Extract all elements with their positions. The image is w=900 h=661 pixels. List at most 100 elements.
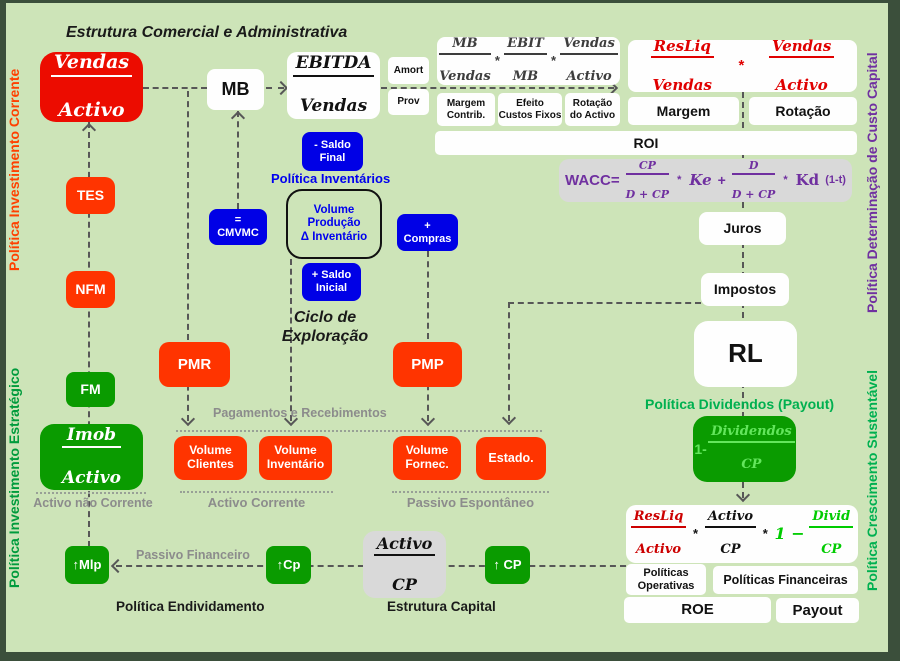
tax-term: (1-t) bbox=[825, 174, 846, 187]
plus-operator: + bbox=[717, 172, 726, 189]
rl-box: RL bbox=[694, 321, 797, 387]
ciclo-exploracao-label: Ciclo de Exploração bbox=[281, 309, 369, 346]
saldo-inicial-box: + Saldo Inicial bbox=[302, 263, 361, 301]
multiply-operator: * bbox=[677, 174, 682, 187]
roe-box: ROE bbox=[624, 597, 771, 623]
ke-term: Ke bbox=[689, 170, 712, 189]
dividendos-cp-fraction: Dividendos CP bbox=[708, 410, 795, 489]
nfm-box: NFM bbox=[66, 271, 115, 308]
cp-big-box: ↑ CP bbox=[485, 546, 530, 584]
multiply-operator: * bbox=[693, 525, 699, 541]
mb-box: MB bbox=[207, 69, 264, 110]
ebitda-vendas-fraction: EBITDA Vendas bbox=[292, 35, 375, 137]
rotacao-do-activo-box: Rotação do Activo bbox=[565, 93, 620, 126]
separator-passivo-espontaneo bbox=[392, 491, 549, 493]
activo-cp-fraction: Activo CP bbox=[704, 495, 756, 574]
connector-ebitda-formula bbox=[381, 87, 614, 89]
resliq-vendas-fraction: ResLiq Vendas bbox=[650, 37, 714, 94]
politicas-financeiras-box: Políticas Financeiras bbox=[713, 566, 858, 594]
volume-fornecedores-box: Volume Fornec. bbox=[393, 436, 461, 480]
passivo-espontaneo-label: Passivo Espontâneo bbox=[406, 495, 535, 510]
estado-box: Estado. bbox=[476, 437, 546, 480]
compras-box: + Compras bbox=[397, 214, 458, 251]
connector-impostos-estado bbox=[508, 302, 701, 304]
estrutura-capital-label: Estrutura Capital bbox=[387, 599, 496, 614]
roi-box: ROI bbox=[435, 131, 857, 155]
connector-clientes-down bbox=[187, 91, 189, 421]
label-politica-investimento-corrente: Política Investimento Corrente bbox=[6, 68, 22, 272]
vendas-activo-box: Vendas Activo bbox=[40, 51, 143, 122]
one-minus-term: 1 − bbox=[774, 523, 805, 543]
imob-activo-fraction: Imob Activo bbox=[61, 424, 122, 488]
imob-activo-box: Imob Activo bbox=[40, 424, 143, 490]
impostos-box: Impostos bbox=[701, 273, 789, 306]
politicas-operativas-box: Políticas Operativas bbox=[626, 564, 706, 595]
connector-inventario-down bbox=[290, 259, 292, 421]
volume-producao-box: Volume Produção Δ Inventário bbox=[286, 189, 382, 259]
politica-endividamento-label: Política Endividamento bbox=[116, 599, 265, 614]
multiply-operator: * bbox=[738, 57, 745, 75]
diagram-title: Estrutura Comercial e Administrativa bbox=[66, 24, 348, 41]
ebitda-vendas-box: EBITDA Vendas bbox=[287, 52, 380, 119]
connector-mb-ebitda bbox=[266, 87, 284, 89]
mb-vendas-fraction: MB Vendas bbox=[439, 35, 491, 85]
politica-dividendos-label: Política Dividendos (Payout) bbox=[645, 396, 835, 412]
mlp-box: ↑Mlp bbox=[65, 546, 109, 584]
separator-activo-corrente bbox=[180, 491, 333, 493]
cp-dcp-fraction: CP D + CP bbox=[625, 158, 670, 201]
label-politica-crescimento-sustentavel: Política Crescimento Sustentável bbox=[864, 370, 880, 591]
saldo-final-box: - Saldo Final bbox=[302, 132, 363, 171]
retention-payout-box: 1- Dividendos CP bbox=[693, 416, 796, 482]
separator-activo-nao-corrente bbox=[36, 492, 146, 494]
vendas-activo-fraction: Vendas Activo bbox=[50, 30, 133, 143]
divid-cp-fraction: Divid CP bbox=[809, 495, 854, 574]
margem-box: Margem bbox=[628, 97, 739, 125]
vendas-activo-fraction-right: Vendas Activo bbox=[768, 21, 835, 111]
label-politica-investimento-estrategico: Política Investimento Estratégico bbox=[6, 367, 22, 589]
fm-box: FM bbox=[66, 372, 115, 407]
connector-fornec-down bbox=[427, 251, 429, 421]
prov-box: Prov bbox=[388, 89, 429, 115]
multiply-operator: * bbox=[783, 174, 788, 187]
pmr-box: PMR bbox=[159, 342, 230, 387]
ebit-mb-fraction: EBIT MB bbox=[504, 22, 547, 101]
roe-formula-box: ResLiq Activo * Activo CP * 1 − Divid CP bbox=[626, 505, 858, 563]
connector-cmvmc-mb bbox=[237, 111, 239, 209]
juros-box: Juros bbox=[699, 212, 786, 245]
connector-estado-down bbox=[508, 302, 510, 421]
volume-clientes-box: Volume Clientes bbox=[174, 436, 247, 480]
activo-cp-box: Activo CP bbox=[363, 531, 446, 598]
cmvmc-box: = CMVMC bbox=[209, 209, 267, 245]
politica-inventarios-label: Política Inventários bbox=[271, 171, 391, 186]
pmp-box: PMP bbox=[393, 342, 462, 387]
pagamentos-recebimentos-label: Pagamentos e Recebimentos bbox=[213, 406, 387, 420]
multiply-operator: * bbox=[762, 525, 768, 541]
connector-vendas-mb bbox=[143, 87, 207, 89]
activo-corrente-label: Activo Corrente bbox=[207, 495, 306, 510]
activo-cp-fraction-gray: Activo CP bbox=[373, 517, 436, 613]
wacc-formula-box: WACC= CP D + CP * Ke + D D + CP * Kd (1-… bbox=[559, 159, 852, 202]
volume-inventario-box: Volume Inventário bbox=[259, 436, 332, 480]
payout-box: Payout bbox=[776, 598, 859, 623]
vendas-activo-fraction-small: Vendas Activo bbox=[560, 22, 618, 101]
cp-small-box: ↑Cp bbox=[266, 546, 311, 584]
activo-nao-corrente-label: Activo não Corrente bbox=[33, 496, 153, 510]
wacc-prefix: WACC= bbox=[565, 171, 620, 189]
separator-pagamentos bbox=[176, 430, 542, 432]
d-dcp-fraction: D D + CP bbox=[731, 158, 776, 201]
label-politica-custo-capital: Política Determinação de Custo Capital bbox=[864, 52, 880, 314]
connector-left-spine bbox=[88, 122, 90, 547]
margem-contrib-box: Margem Contrib. bbox=[437, 93, 495, 126]
resliq-activo-fraction: ResLiq Activo bbox=[630, 495, 687, 574]
rotacao-box: Rotação bbox=[749, 97, 857, 125]
dupont-formula-box: MB Vendas * EBIT MB * Vendas Activo bbox=[437, 36, 620, 85]
one-minus-prefix: 1- bbox=[694, 440, 707, 457]
kd-term: Kd bbox=[795, 170, 820, 189]
multiply-operator: * bbox=[551, 52, 557, 68]
efeito-custos-fixos-box: Efeito Custos Fixos bbox=[498, 93, 562, 126]
amort-box: Amort bbox=[388, 57, 429, 84]
tes-box: TES bbox=[66, 177, 115, 214]
passivo-financeiro-label: Passivo Financeiro bbox=[136, 548, 250, 562]
multiply-operator: * bbox=[494, 52, 500, 68]
